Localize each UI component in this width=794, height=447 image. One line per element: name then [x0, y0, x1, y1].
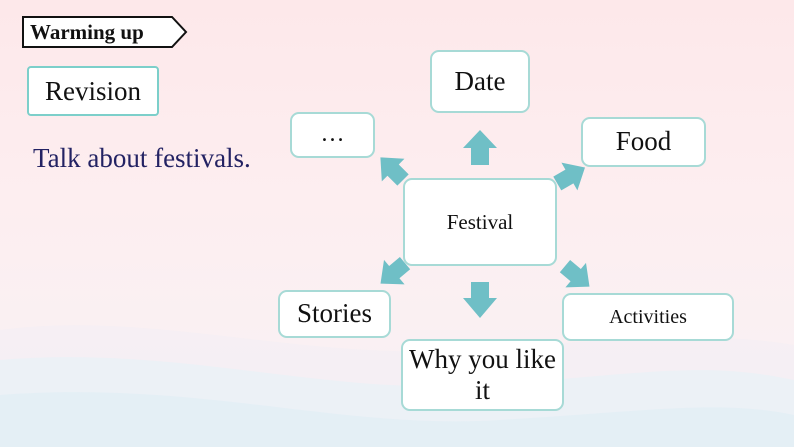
revision-label: Revision [27, 66, 159, 116]
warming-up-tag: Warming up [22, 16, 188, 48]
tag-label: Warming up [30, 20, 144, 44]
arrow-down [463, 282, 497, 318]
mindmap-center-festival: Festival [403, 178, 557, 266]
arrow-lower-left [380, 256, 411, 285]
mindmap-node-food: Food [581, 117, 706, 167]
tag-outline [22, 16, 188, 48]
arrow-upper-right [553, 162, 585, 191]
mindmap-node-activities: Activities [562, 293, 734, 341]
mindmap-node-more: … [290, 112, 375, 158]
mindmap-node-stories: Stories [278, 290, 391, 338]
arrow-upper-left [380, 157, 409, 186]
mindmap-node-date: Date [430, 50, 530, 113]
arrow-lower-right [559, 259, 590, 288]
arrow-up [463, 130, 497, 165]
subtitle: Talk about festivals. [33, 143, 251, 173]
mindmap-node-why: Why you like it [401, 339, 564, 411]
